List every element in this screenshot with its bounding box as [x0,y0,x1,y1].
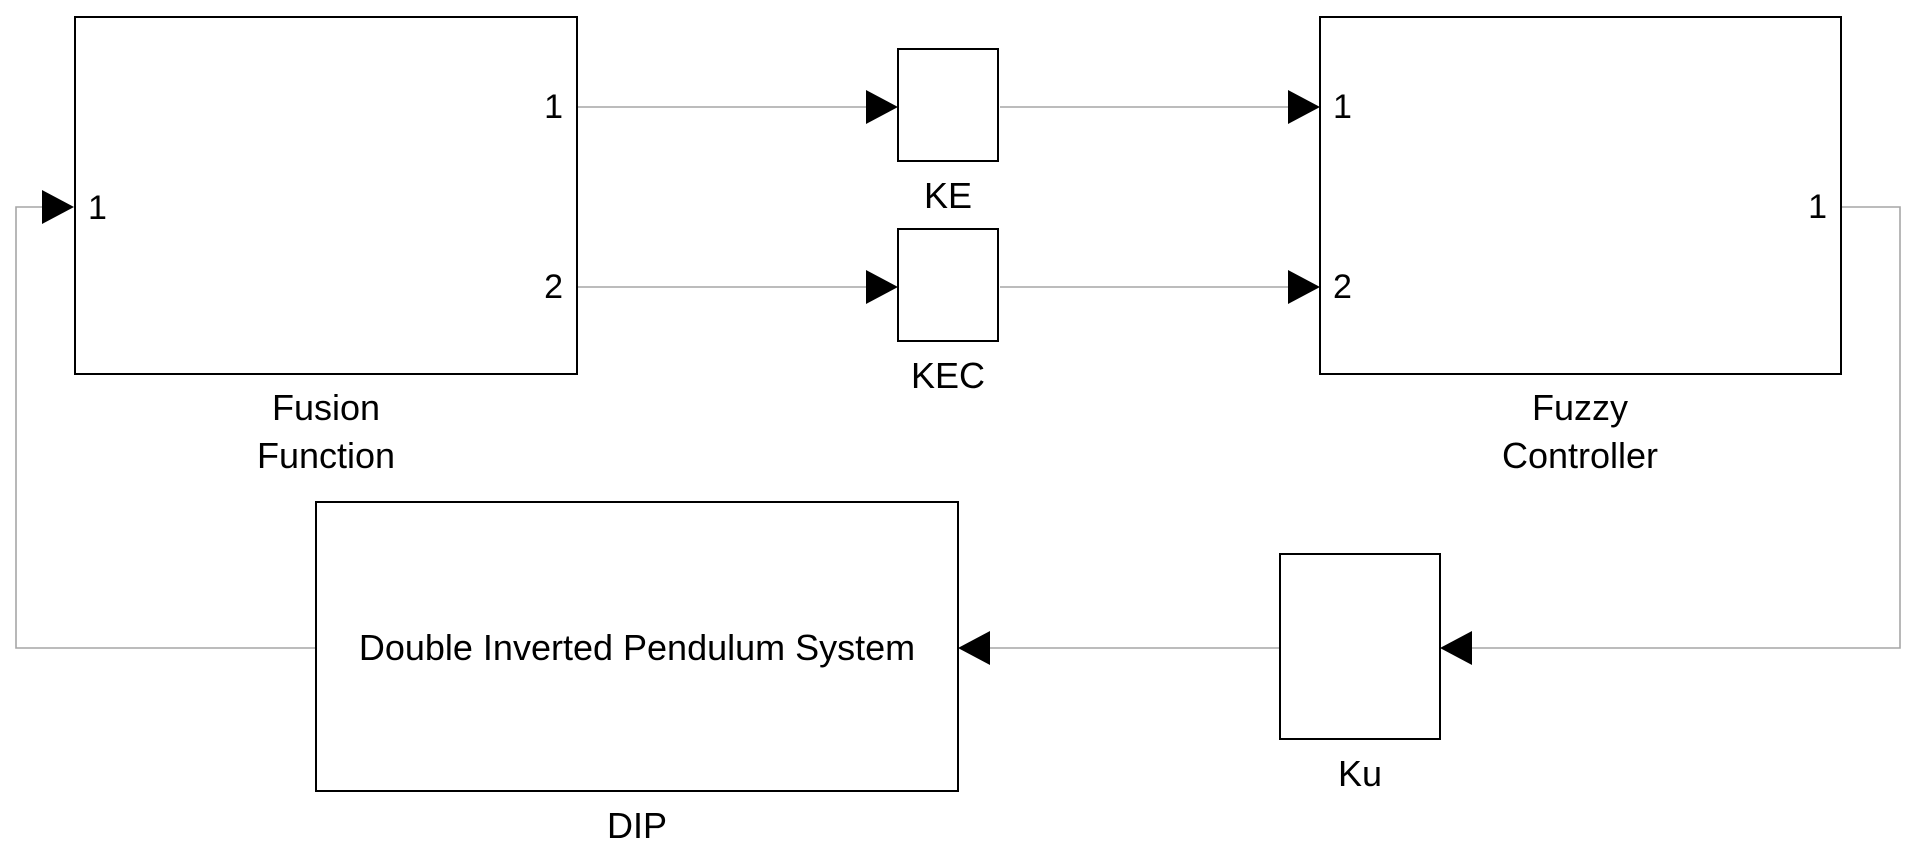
fuzzy-in1-port-label: 1 [1333,88,1352,126]
arrowhead-dip-in [958,631,990,665]
dip-block[interactable]: Double Inverted Pendulum System DIP [315,501,959,846]
kec-gain-block[interactable]: KEC [897,228,999,396]
fuzzy-controller-body[interactable] [1319,16,1842,375]
wire-fuzzy-out-to-ku[interactable] [1472,206,1901,649]
fuzzy-controller-block[interactable]: 1 2 1 Fuzzy Controller [1319,16,1842,476]
ku-gain-block[interactable]: Ku [1279,553,1441,794]
dip-body[interactable] [315,501,959,792]
fusion-function-label-line2: Function [257,435,395,476]
fuzzy-controller-label-line1: Fuzzy [1532,387,1628,428]
fuzzy-controller-label-line2: Controller [1502,435,1658,476]
arrowhead-fuzzy-in1 [1288,90,1320,124]
fusion-function-body[interactable] [74,16,578,375]
fusion-function-block[interactable]: 1 1 2 Fusion Function [74,16,578,476]
ku-gain-body[interactable] [1279,553,1441,740]
arrowheads [42,90,1472,665]
dip-label: DIP [607,805,667,846]
fusion-out1-port-label: 1 [544,88,563,126]
ke-gain-body[interactable] [897,48,999,162]
arrowhead-kec-in [866,270,898,304]
fuzzy-out-port-label: 1 [1808,188,1827,226]
fusion-function-label-line1: Fusion [272,387,380,428]
fuzzy-in2-port-label: 2 [1333,268,1352,306]
ku-gain-label: Ku [1338,753,1382,794]
kec-gain-body[interactable] [897,228,999,342]
fusion-in-port-label: 1 [88,189,107,227]
arrowhead-fuzzy-in2 [1288,270,1320,304]
arrowhead-ke-in [866,90,898,124]
ke-gain-label: KE [924,175,972,216]
kec-gain-label: KEC [911,355,985,396]
arrowhead-fusion-in [42,190,74,224]
ke-gain-block[interactable]: KE [897,48,999,216]
fusion-out2-port-label: 2 [544,268,563,306]
dip-inner-text: Double Inverted Pendulum System [359,627,915,668]
wire-dip-feedback-to-fusion[interactable] [15,206,315,649]
arrowhead-ku-in [1440,631,1472,665]
connections [15,106,1901,649]
